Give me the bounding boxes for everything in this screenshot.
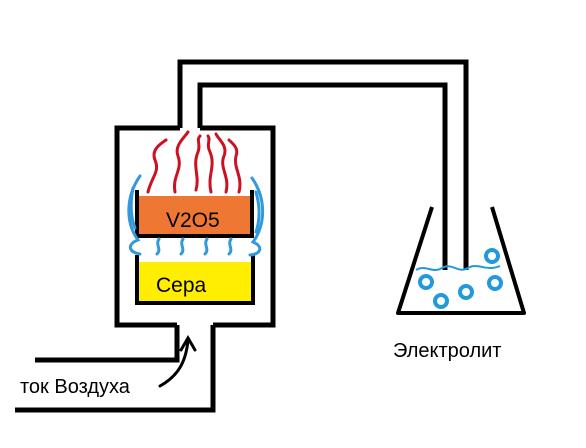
- flames: [146, 130, 242, 194]
- flame-line: [227, 138, 242, 194]
- flame-line: [214, 132, 229, 194]
- flame-line: [172, 130, 190, 194]
- heat-wave: [155, 237, 161, 256]
- bubble: [433, 293, 449, 309]
- gas-outlet-pipe: [177, 59, 469, 270]
- sulfur-label: Сера: [156, 274, 207, 297]
- flask-body: [396, 206, 526, 315]
- electrolyte-label: Электролит: [393, 340, 501, 362]
- catalyst-fill: [139, 196, 252, 235]
- catalyst-tray: V2O5: [135, 190, 254, 238]
- electrolyte-surface: [415, 265, 501, 271]
- sulfur-tray-wall: [135, 255, 255, 305]
- air-inlet-pipe: [15, 325, 216, 413]
- air-flow-arrow-line: [158, 338, 190, 388]
- furnace-outer-wall: [114, 125, 276, 328]
- air-flow-arrow-head: [179, 335, 197, 352]
- air-flow-label: ток Воздуха: [20, 376, 131, 398]
- gas-bubbles: [418, 248, 503, 309]
- air-flow-arrow: [158, 335, 197, 388]
- heat-line-right-inner: [254, 190, 261, 234]
- flame-line: [146, 138, 168, 194]
- heat-lines: [127, 174, 265, 257]
- heat-wave: [179, 237, 185, 256]
- furnace-chamber: [114, 125, 276, 328]
- catalyst-tray-wall: [135, 190, 254, 238]
- heat-line-right: [248, 176, 265, 257]
- electrolyte-flask: [396, 206, 526, 315]
- heat-line-left-inner: [129, 186, 137, 230]
- sulfur-tray: Сера: [135, 255, 255, 305]
- bubble: [458, 284, 474, 300]
- outlet-pipe-outer-wall: [177, 59, 469, 270]
- bubble: [418, 274, 434, 290]
- outlet-pipe-inner-wall: [197, 82, 448, 270]
- bubble: [487, 275, 503, 291]
- flame-line: [206, 134, 214, 194]
- catalyst-label: V2O5: [166, 209, 220, 232]
- sulfur-fill: [139, 262, 252, 301]
- flame-line: [194, 134, 202, 192]
- heat-wave: [227, 237, 233, 256]
- bubble: [484, 248, 500, 264]
- inlet-pipe-lower-wall: [15, 325, 216, 413]
- inlet-pipe-upper-wall: [35, 325, 180, 363]
- heat-wave: [203, 237, 209, 256]
